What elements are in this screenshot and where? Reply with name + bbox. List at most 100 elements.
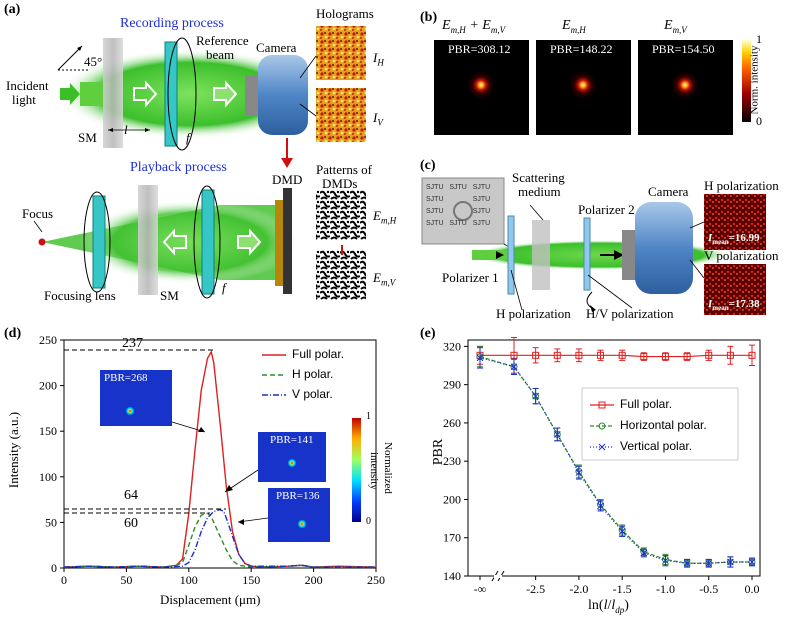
colorbar-d-min: 0	[366, 516, 371, 527]
y-tick-label-e: 290	[443, 378, 461, 392]
sjtu-grid: SJTU SJTU SJTU SJTU SJTU SJTU SJTU SJTU …	[426, 182, 490, 230]
legend-v-label: V polar.	[292, 387, 333, 401]
focusing-lens-label: Focusing lens	[44, 288, 116, 303]
panel-d-label: (d)	[4, 326, 22, 341]
speckle-v	[704, 264, 766, 316]
x-axis-label-e: ln(l/ldp)	[588, 598, 629, 615]
marker-e	[575, 469, 583, 477]
legend-e-full-label: Full polar.	[620, 397, 673, 411]
x-tick-label-e: -1.5	[613, 582, 632, 596]
plot-frame-e	[467, 339, 761, 577]
scattering-medium-c	[532, 220, 550, 290]
patterns-label-1: Patterns of	[316, 162, 372, 177]
rotate-arrow	[586, 291, 593, 309]
inset-pbr-v: PBR=136	[276, 490, 320, 502]
marker-e	[662, 557, 669, 565]
playback-title: Playback process	[130, 160, 227, 175]
incident-arrow	[60, 83, 80, 105]
y-tick-label-d: 200	[39, 379, 57, 393]
series-d-2	[63, 508, 376, 568]
series-e-0	[480, 354, 752, 358]
inset-pbr-h: PBR=141	[270, 434, 314, 446]
hollow-arrow-2	[162, 228, 187, 256]
marker-e	[597, 502, 604, 510]
camera-body-c	[635, 202, 693, 294]
marker-e	[575, 351, 583, 359]
sjtu-text: SJTU	[472, 196, 491, 203]
angle-label: 45°	[84, 54, 103, 69]
focus-label: Focus	[22, 206, 54, 221]
marker-e	[640, 353, 648, 361]
x-tick-label-d: 200	[305, 573, 323, 587]
polarizer1-label: Polarizer 1	[442, 270, 499, 285]
lens-record-plate	[164, 41, 178, 147]
y-tick-label-e: 260	[443, 416, 461, 430]
panel-a-diagram	[33, 26, 366, 300]
dmd	[283, 188, 292, 294]
chart-e-lines	[476, 336, 756, 568]
marker-e	[640, 549, 648, 557]
marker-e	[705, 351, 713, 359]
h-pol-top: H polarization	[704, 178, 779, 193]
pbr-full: PBR=308.12	[448, 42, 511, 56]
emv-label: Em,V	[373, 270, 396, 288]
y-tick-label-d: 150	[39, 424, 57, 438]
scattering-label-2: medium	[518, 184, 561, 199]
colorbar-d-max: 1	[366, 411, 371, 422]
colorbar-d	[352, 418, 361, 522]
x-tick-label-d: 250	[367, 573, 385, 587]
polarizer-1	[507, 215, 515, 295]
annotation-237: 237	[122, 336, 143, 351]
marker-e	[727, 558, 734, 566]
focusing-lens-plate	[92, 195, 106, 289]
marker-e	[510, 351, 518, 359]
reference-beam-label-2: beam	[206, 47, 235, 62]
recording-beam	[60, 49, 320, 139]
sjtu-text: SJTU	[426, 220, 444, 227]
y-tick-label-d: 250	[39, 333, 57, 347]
x-tick-label-e: -∞	[474, 582, 487, 596]
marker-e	[705, 559, 713, 567]
patterns-label-2: DMDs	[322, 176, 358, 191]
marker-e	[553, 431, 561, 438]
marker-e	[748, 351, 756, 359]
title-h: Em,H	[562, 18, 586, 35]
hv-pol: H/V polarization	[586, 306, 674, 321]
marker-e	[618, 527, 626, 535]
panel-a: (a) Recording process Playback process H…	[0, 0, 420, 315]
y-tick-label-e: 320	[443, 339, 461, 353]
chart-e-axes: 140170200230260290320-∞-2.5-2.0-1.5-1.0-…	[443, 339, 761, 596]
panel-b-images	[434, 40, 751, 135]
marker-e	[553, 351, 561, 359]
chart-d-lines	[63, 349, 377, 568]
y-tick-label-e: 200	[443, 492, 461, 506]
scattering-label-1: Scattering	[512, 170, 565, 185]
hollow-arrow-1	[133, 80, 158, 108]
inset-h	[258, 432, 326, 482]
y-tick-label-e: 140	[443, 569, 461, 583]
panel-b: (b) Em,H + Em,V Em,H Em,V PBR=308.12 PBR…	[420, 0, 800, 150]
colorbar-b-max: 1	[756, 32, 762, 46]
sjtu-text: SJTU	[472, 184, 491, 191]
focusing-lens	[83, 191, 111, 293]
h-pol-bottom: H polarization	[496, 306, 571, 321]
dmd-pattern-v	[316, 250, 366, 300]
imean-h: Imean=16.99	[708, 232, 760, 247]
marker-e	[661, 353, 669, 361]
x-tick-label-d: 150	[242, 573, 260, 587]
legend-h-label: H polar.	[292, 367, 334, 381]
emh-label: Em,H	[373, 208, 397, 226]
sjtu-text: SJTU	[472, 208, 491, 215]
scattering-medium-playback	[138, 185, 158, 295]
dmd-label: DMD	[272, 172, 303, 187]
marker-e	[476, 354, 484, 362]
x-tick-label-d: 50	[120, 573, 132, 587]
panel-e-label: (e)	[420, 326, 436, 341]
inset-v	[268, 488, 330, 542]
incident-label-1: Incident	[6, 78, 49, 93]
x-tick-label-e: -2.5	[526, 582, 545, 596]
panel-c: (c) SJTU SJTU SJTU SJTU SJTU SJTU SJTU S…	[420, 150, 800, 321]
y-tick-label-d: 100	[39, 470, 57, 484]
